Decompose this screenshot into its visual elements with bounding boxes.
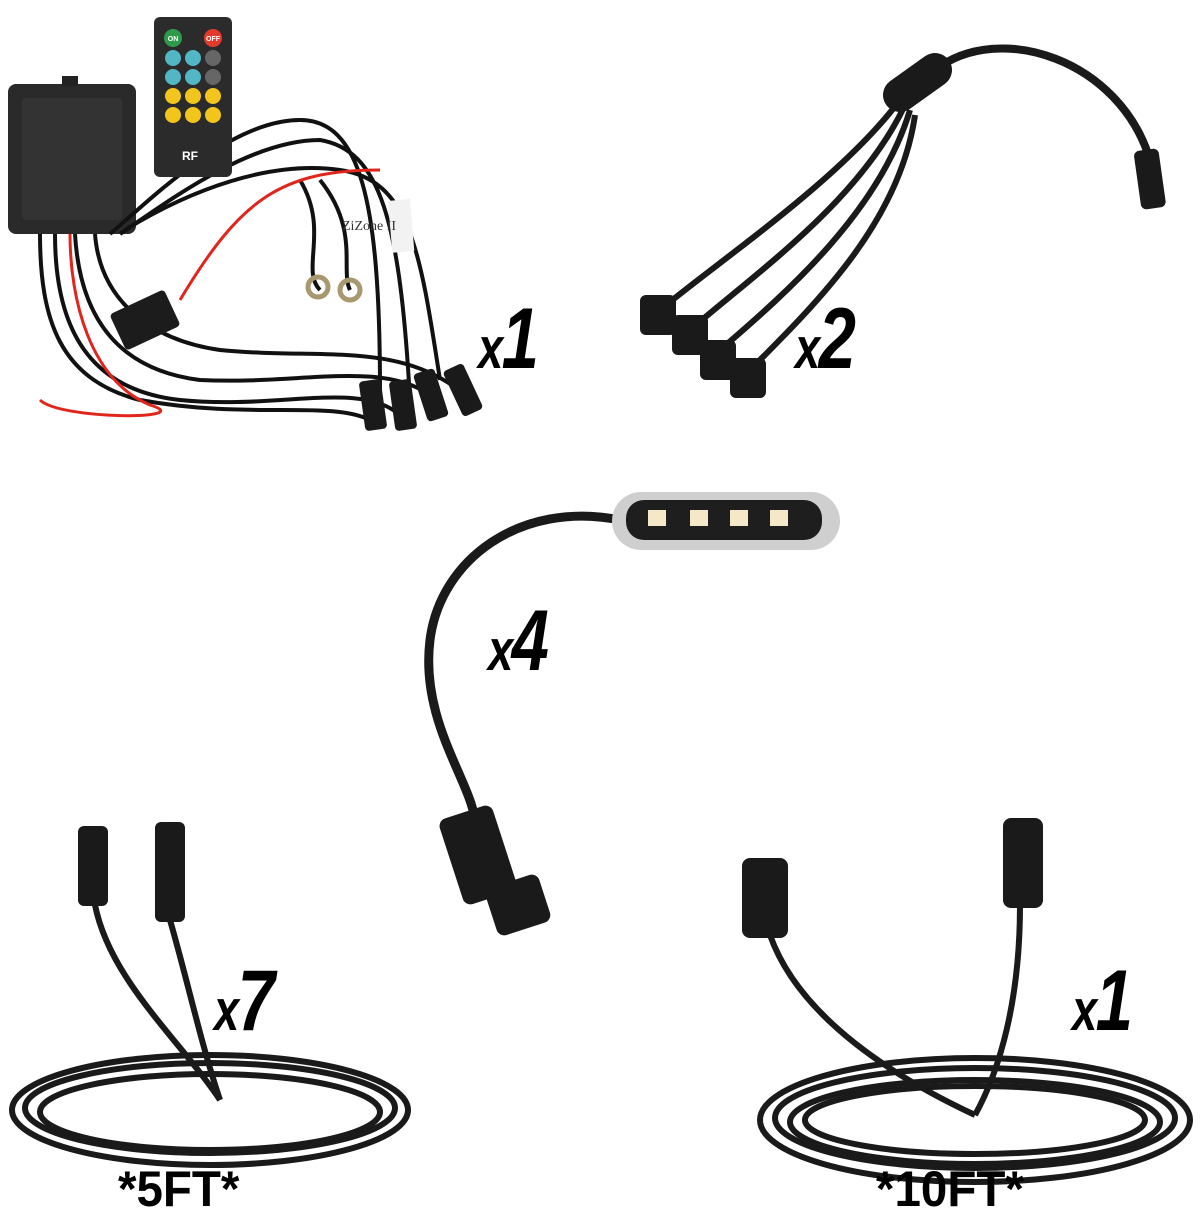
splitter-cable (640, 44, 1166, 398)
length-label-10ft: *10FT* (876, 1161, 1024, 1212)
extension-cable-10ft (742, 818, 1193, 1185)
remote-on-button: ON (168, 36, 179, 43)
remote-rf-label: RF (182, 149, 198, 163)
remote-control: ON OFF RF (154, 17, 232, 177)
remote-off-button: OFF (206, 36, 221, 43)
quantity-label-controller: x1 (478, 291, 539, 387)
quantity-label-splitter: x2 (795, 291, 856, 387)
quantity-label-led-pod: x4 (488, 593, 549, 689)
wire-tag: ZiZone II (342, 219, 396, 234)
length-label-5ft: *5FT* (118, 1161, 240, 1212)
quantity-label-5ft-cable: x7 (214, 953, 275, 1049)
quantity-label-10ft-cable: x1 (1072, 953, 1133, 1049)
controller-box: ZiZone II (8, 76, 483, 431)
led-pod (424, 492, 840, 936)
extension-cable-5ft (9, 822, 411, 1168)
